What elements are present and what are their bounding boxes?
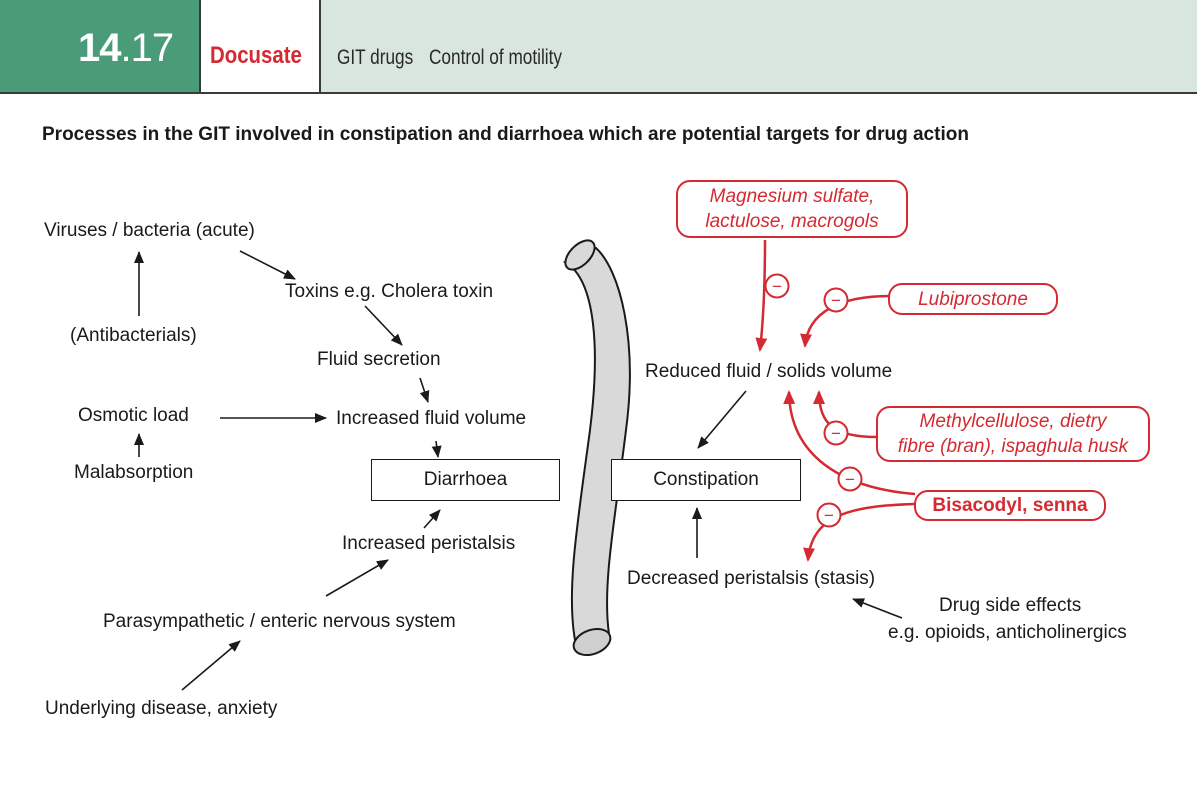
drug-lubiprostone-label: Lubiprostone — [918, 288, 1028, 310]
arrow-volume-to-constipation — [697, 390, 747, 449]
side-effects-examples: e.g. opioids, anticholinergics — [888, 622, 1127, 643]
drug-title: Docusate — [210, 42, 302, 69]
toxins-label: Toxins e.g. Cholera toxin — [285, 281, 494, 302]
inhibit-circle-bisacodyl-stasis: − — [816, 502, 842, 528]
arrow-underlying-to-nervous — [181, 640, 241, 691]
svg-text:−: − — [845, 470, 855, 489]
section-number-block: 14.17 — [0, 0, 199, 93]
drug-magnesium-line1: Magnesium sulfate, — [709, 186, 875, 207]
arrow-secretion-to-volume — [419, 377, 430, 403]
arrow-peristalsis-to-diarrhoea — [423, 509, 441, 529]
fluid-secretion-label: Fluid secretion — [317, 349, 441, 370]
decreased-peristalsis-label: Decreased peristalsis (stasis) — [627, 568, 876, 589]
nervous-system-label: Parasympathetic / enteric nervous system — [103, 611, 456, 632]
drug-magnesium-line2: lactulose, macrogols — [705, 211, 879, 232]
arrow-nervous-to-peristalsis — [325, 559, 389, 597]
constipation-box: Constipation — [611, 459, 801, 501]
drug-box-methylcellulose: Methylcellulose, dietry fibre (bran), is… — [876, 406, 1150, 462]
drug-box-bisacodyl: Bisacodyl, senna — [914, 490, 1106, 521]
breadcrumb-git-drugs: GIT drugs — [337, 46, 414, 69]
reduced-volume-label: Reduced fluid / solids volume — [645, 361, 893, 382]
gut-tube — [562, 239, 631, 657]
diarrhoea-box: Diarrhoea — [371, 459, 560, 501]
header-divider — [199, 0, 201, 93]
svg-text:−: − — [831, 424, 841, 443]
arrow-toxins-to-secretion — [364, 305, 403, 346]
increased-peristalsis-label: Increased peristalsis — [342, 533, 516, 554]
diarrhoea-box-label: Diarrhoea — [423, 469, 508, 490]
svg-text:−: − — [772, 277, 782, 296]
drug-methyl-line2: fibre (bran), ispaghula husk — [897, 436, 1129, 457]
osmotic-load-label: Osmotic load — [78, 405, 189, 426]
header-underline — [0, 92, 1197, 94]
inhibit-circle-bisacodyl-volume: − — [837, 466, 863, 492]
drug-box-magnesium: Magnesium sulfate, lactulose, macrogols — [676, 180, 908, 238]
arrow-bisacodyl-to-volume — [783, 390, 916, 496]
inhibit-circle-methylcellulose: − — [823, 420, 849, 446]
increased-fluid-volume-label: Increased fluid volume — [336, 408, 527, 429]
antibacterials-label: (Antibacterials) — [70, 325, 197, 346]
svg-text:−: − — [831, 291, 841, 310]
underlying-disease-label: Underlying disease, anxiety — [45, 698, 278, 719]
drug-methyl-line1: Methylcellulose, dietry — [919, 411, 1107, 432]
drug-title-block: Docusate — [201, 0, 319, 93]
breadcrumb-motility: Control of motility — [429, 46, 563, 69]
page-title: Processes in the GIT involved in constip… — [42, 124, 969, 145]
section-suffix: .17 — [120, 26, 175, 70]
constipation-box-label: Constipation — [653, 469, 759, 490]
inhibit-circle-lubiprostone: − — [823, 287, 849, 313]
arrow-viruses-to-toxins — [239, 250, 296, 280]
arrow-magnesium-action — [755, 239, 768, 352]
side-effects-label: Drug side effects — [939, 595, 1082, 616]
drug-box-lubiprostone: Lubiprostone — [888, 283, 1058, 315]
section-number: 14.17 — [78, 26, 175, 71]
inhibit-circle-magnesium: − — [764, 273, 790, 299]
drug-bisacodyl-label: Bisacodyl, senna — [932, 495, 1088, 516]
arrow-volume-to-diarrhoea — [431, 440, 442, 458]
viruses-bacteria-label: Viruses / bacteria (acute) — [44, 220, 255, 241]
svg-text:−: − — [824, 506, 834, 525]
header-divider — [319, 0, 321, 93]
malabsorption-label: Malabsorption — [74, 462, 194, 483]
arrow-sideeffects-to-stasis — [852, 598, 903, 619]
chapter-number: 14 — [78, 26, 121, 70]
